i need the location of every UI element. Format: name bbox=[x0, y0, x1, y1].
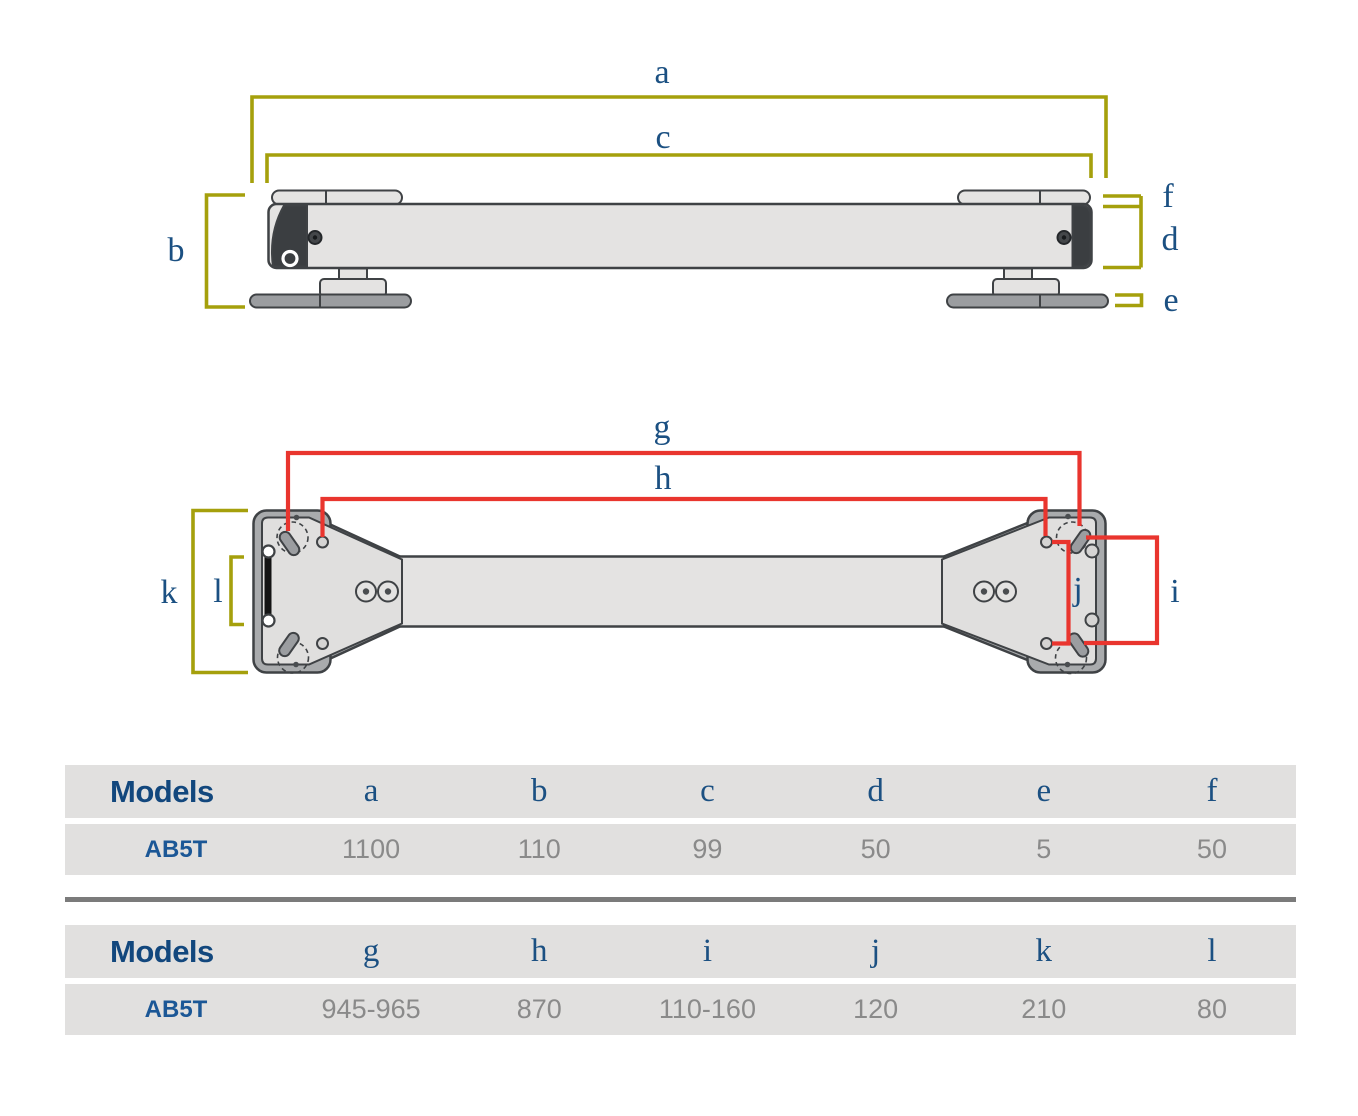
screw-center bbox=[312, 235, 318, 240]
dim-label-c: c bbox=[655, 119, 670, 156]
hinge-bar bbox=[264, 549, 272, 623]
edge-notch bbox=[1084, 612, 1100, 628]
foot-pad-right bbox=[946, 293, 1109, 309]
mounting-hole bbox=[1040, 637, 1053, 650]
dim-label-k: k bbox=[161, 574, 178, 611]
table-header-row: Models g h i j k l bbox=[65, 925, 1296, 978]
dim-label-f: f bbox=[1162, 178, 1174, 215]
mounting-hole bbox=[1040, 535, 1053, 549]
dim-line-e bbox=[1115, 293, 1144, 308]
screw-center bbox=[1061, 235, 1067, 240]
diagram-svg: a c b f d e bbox=[161, 54, 1180, 675]
top-view-diagram: g h k l j i bbox=[161, 409, 1180, 675]
dim-label-g: g bbox=[654, 409, 671, 446]
dim-line-j bbox=[1052, 539, 1071, 646]
column-header-b: b bbox=[531, 773, 548, 809]
side-view-diagram: a c b f d e bbox=[168, 54, 1179, 319]
column-header-g: g bbox=[362, 933, 380, 969]
dim-value-g: 945-965 bbox=[321, 994, 421, 1024]
table-row: AB5T 945-965 870 110-160 120 210 80 bbox=[65, 984, 1296, 1035]
dim-value-h: 870 bbox=[516, 994, 562, 1024]
top-rail-left bbox=[271, 189, 403, 206]
dimension-table-a-f: Models a b c d e f AB5T 1100 110 99 50 5… bbox=[65, 765, 1296, 875]
pivot-center bbox=[980, 588, 988, 595]
beam-top-view bbox=[396, 555, 946, 628]
mounting-hole bbox=[316, 637, 329, 650]
foot-right bbox=[946, 267, 1109, 309]
hinge-pin-top bbox=[261, 544, 276, 559]
dim-label-i: i bbox=[1170, 573, 1179, 610]
column-header-c: c bbox=[700, 773, 715, 809]
dim-label-j: j bbox=[1072, 571, 1082, 608]
bracket-face-right bbox=[941, 516, 1097, 666]
pivot-center bbox=[384, 588, 392, 595]
end-cap-right bbox=[1071, 204, 1092, 268]
dim-value-c: 99 bbox=[692, 834, 723, 864]
dim-value-d: 50 bbox=[860, 834, 891, 864]
pivot-center bbox=[1002, 588, 1010, 595]
mounting-hole bbox=[316, 535, 329, 549]
dim-value-f: 50 bbox=[1196, 834, 1227, 864]
column-header-k: k bbox=[1035, 933, 1053, 969]
rivet-dot bbox=[293, 661, 299, 668]
column-header-f: f bbox=[1206, 773, 1218, 809]
column-header-h: h bbox=[531, 933, 548, 969]
table-row: AB5T 1100 110 99 50 5 50 bbox=[65, 824, 1296, 875]
dim-line-a bbox=[250, 95, 1108, 183]
foot-left bbox=[249, 267, 412, 309]
dimension-table-g-l: Models g h i j k l AB5T 945-965 870 110-… bbox=[65, 925, 1296, 1035]
models-header: Models bbox=[110, 933, 214, 969]
dim-value-i: 110-160 bbox=[658, 994, 756, 1024]
dim-line-i bbox=[1084, 535, 1160, 646]
dim-label-h: h bbox=[655, 460, 672, 497]
dim-line-g bbox=[285, 450, 1082, 531]
mounting-slot bbox=[278, 530, 301, 557]
rivet-dot bbox=[1065, 513, 1071, 520]
dim-label-l: l bbox=[213, 573, 222, 610]
mounting-slot bbox=[1069, 528, 1092, 555]
dim-value-e: 5 bbox=[1036, 834, 1052, 864]
end-cap-left bbox=[270, 204, 308, 268]
dim-value-j: 120 bbox=[853, 994, 899, 1024]
model-name: AB5T bbox=[144, 835, 208, 863]
dim-label-a: a bbox=[654, 54, 669, 91]
column-header-e: e bbox=[1036, 773, 1052, 809]
dim-value-a: 1100 bbox=[342, 834, 401, 864]
edge-notch bbox=[1084, 543, 1100, 559]
dim-line-b bbox=[204, 193, 245, 309]
dim-line-f-d bbox=[1103, 194, 1143, 270]
dim-line-l bbox=[229, 555, 244, 627]
hinge-pin-bottom bbox=[261, 613, 276, 628]
cap-ring-left bbox=[281, 249, 299, 268]
mounting-slot bbox=[278, 631, 300, 658]
column-header-d: d bbox=[867, 773, 884, 809]
dim-line-h bbox=[320, 496, 1048, 537]
rivet-dot bbox=[293, 514, 300, 521]
dim-value-l: 80 bbox=[1196, 994, 1227, 1024]
column-header-a: a bbox=[363, 773, 379, 809]
models-header: Models bbox=[110, 773, 214, 809]
tables-divider bbox=[65, 897, 1296, 902]
dim-value-b: 110 bbox=[517, 834, 561, 864]
top-rail-right bbox=[957, 189, 1091, 206]
foot-pad-left bbox=[249, 293, 412, 309]
dim-label-b: b bbox=[168, 232, 185, 269]
dim-value-k: 210 bbox=[1021, 994, 1067, 1024]
dim-label-d: d bbox=[1162, 221, 1179, 258]
beam-side-view bbox=[267, 202, 1093, 270]
rivet-dot bbox=[1064, 661, 1071, 668]
screw-right bbox=[1056, 230, 1072, 245]
dim-line-c bbox=[265, 153, 1093, 183]
mounting-slot bbox=[1067, 632, 1090, 658]
column-header-j: j bbox=[871, 933, 881, 969]
column-header-i: i bbox=[702, 933, 713, 969]
table-header-row: Models a b c d e f bbox=[65, 765, 1296, 818]
model-name: AB5T bbox=[144, 995, 208, 1023]
screw-left bbox=[307, 230, 323, 245]
pivot-center bbox=[362, 588, 370, 595]
column-header-l: l bbox=[1207, 933, 1217, 969]
dim-line-k bbox=[191, 508, 248, 675]
dim-label-e: e bbox=[1163, 282, 1178, 319]
